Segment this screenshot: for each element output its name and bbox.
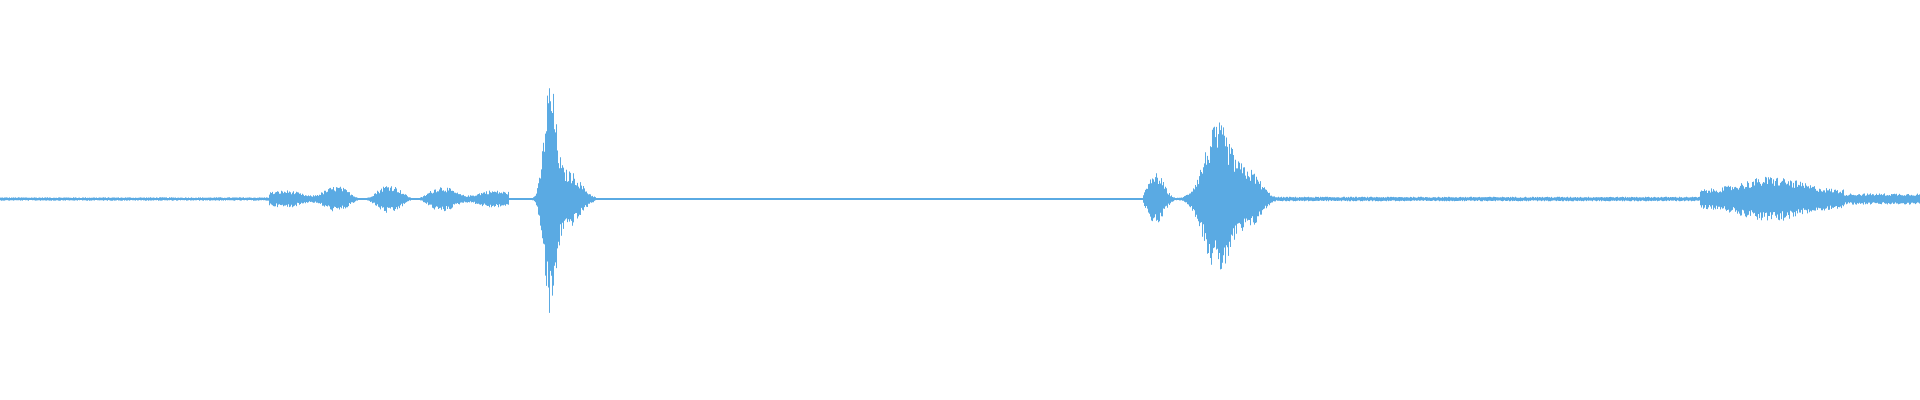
waveform-samples (0, 88, 1920, 313)
